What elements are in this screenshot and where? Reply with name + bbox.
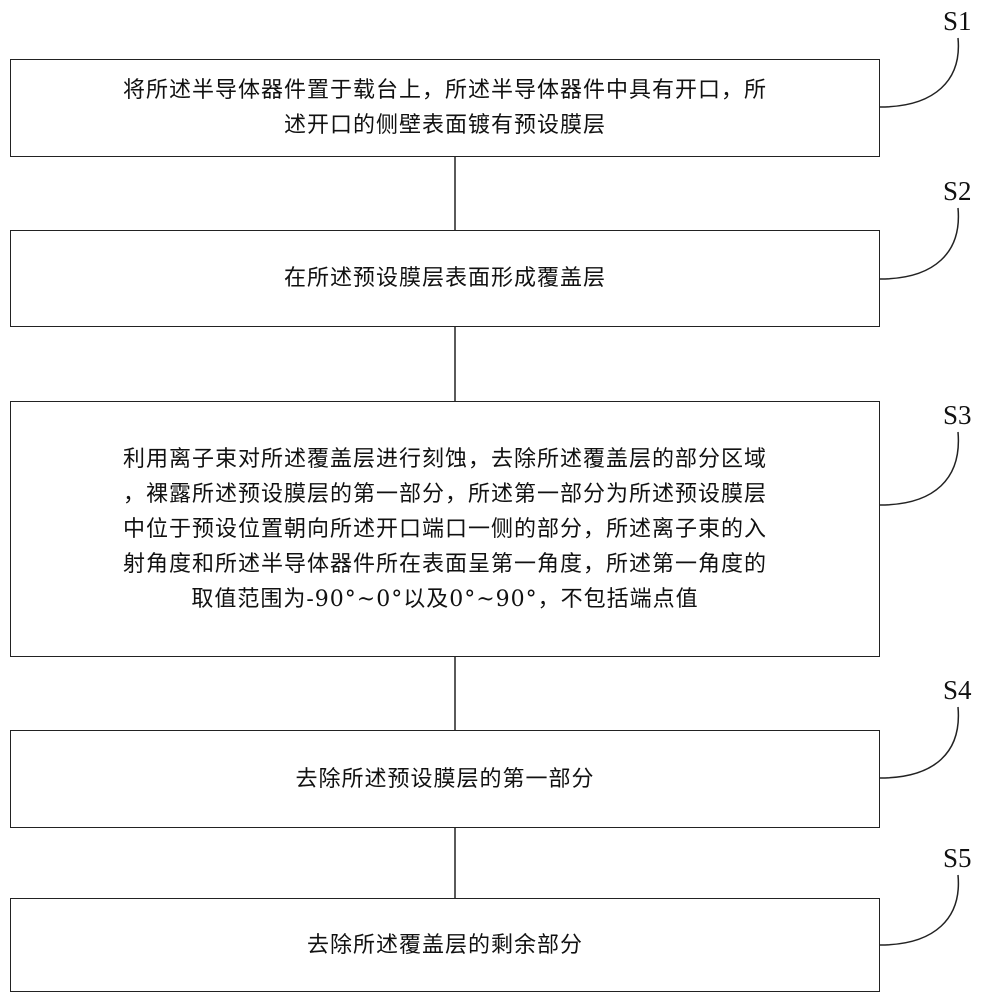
step-text-s3: 利用离子束对所述覆盖层进行刻蚀，去除所述覆盖层的部分区域 ，裸露所述预设膜层的第… — [122, 446, 767, 612]
leader-line-s3 — [879, 431, 960, 506]
leader-line-s1 — [879, 37, 960, 108]
step-label-s5: S5 — [943, 843, 972, 873]
step-label-s3: S3 — [943, 400, 972, 430]
leader-line-s4 — [879, 706, 960, 779]
step-text-s4: 去除所述预设膜层的第一部分 — [295, 766, 595, 792]
step-text-s5: 去除所述覆盖层的剩余部分 — [306, 932, 583, 958]
step-label-s2: S2 — [943, 176, 972, 206]
step-box-s2: 在所述预设膜层表面形成覆盖层 — [10, 230, 880, 327]
step-box-s3: 利用离子束对所述覆盖层进行刻蚀，去除所述覆盖层的部分区域 ，裸露所述预设膜层的第… — [10, 401, 880, 657]
leader-line-s2 — [879, 207, 960, 280]
step-label-s4: S4 — [943, 675, 972, 705]
step-text-s2: 在所述预设膜层表面形成覆盖层 — [283, 266, 606, 291]
step-text-s1: 将所述半导体器件置于载台上，所述半导体器件中具有开口，所 述开口的侧壁表面镀有预… — [122, 78, 767, 138]
step-box-s4: 去除所述预设膜层的第一部分 — [10, 730, 880, 828]
step-label-s1: S1 — [943, 6, 972, 36]
step-box-s5: 去除所述覆盖层的剩余部分 — [10, 898, 880, 992]
leader-line-s5 — [879, 874, 960, 946]
step-box-s1: 将所述半导体器件置于载台上，所述半导体器件中具有开口，所 述开口的侧壁表面镀有预… — [10, 59, 880, 157]
